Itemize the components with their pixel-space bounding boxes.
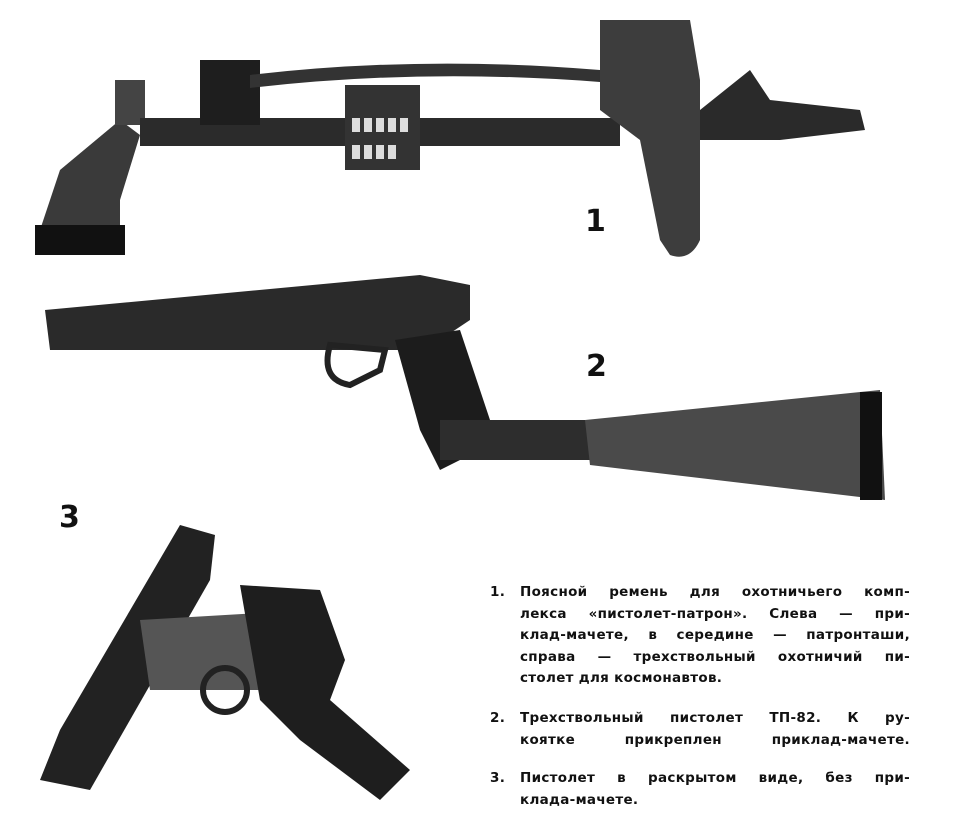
caption-1: 1. Поясной ремень для охотничьего комп- … — [490, 582, 910, 690]
caption-number: 2. — [490, 710, 506, 726]
figure-number-3: 3 — [59, 500, 80, 535]
belt-photo — [35, 20, 865, 257]
caption-number: 3. — [490, 770, 506, 786]
caption-line: клад-мачете, в середине — патронташи, — [520, 627, 910, 644]
caption-line: справа — трехствольный охотничий пи- — [520, 648, 910, 665]
figure-number-2: 2 — [586, 349, 607, 384]
caption-line: клада-мачете. — [520, 791, 639, 808]
opened-pistol-photo — [40, 525, 410, 800]
caption-line: лекса «пистолет-патрон». Слева — при- — [520, 605, 910, 622]
caption-2: 2. Трехствольный пистолет ТП-82. К ру- к… — [490, 708, 910, 751]
figure-number-1: 1 — [585, 204, 606, 239]
caption-line: коятке прикреплен приклад-мачете. — [520, 731, 910, 748]
caption-line: Пистолет в раскрытом виде, без при- — [520, 770, 910, 786]
caption-line: столет для космонавтов. — [520, 670, 723, 687]
caption-number: 1. — [490, 584, 506, 600]
caption-line: Трехствольный пистолет ТП-82. К ру- — [520, 710, 910, 726]
caption-line: Поясной ремень для охотничьего комп- — [520, 584, 910, 600]
pistol-with-stock-photo — [45, 275, 885, 500]
caption-3: 3. Пистолет в раскрытом виде, без при- к… — [490, 768, 910, 811]
